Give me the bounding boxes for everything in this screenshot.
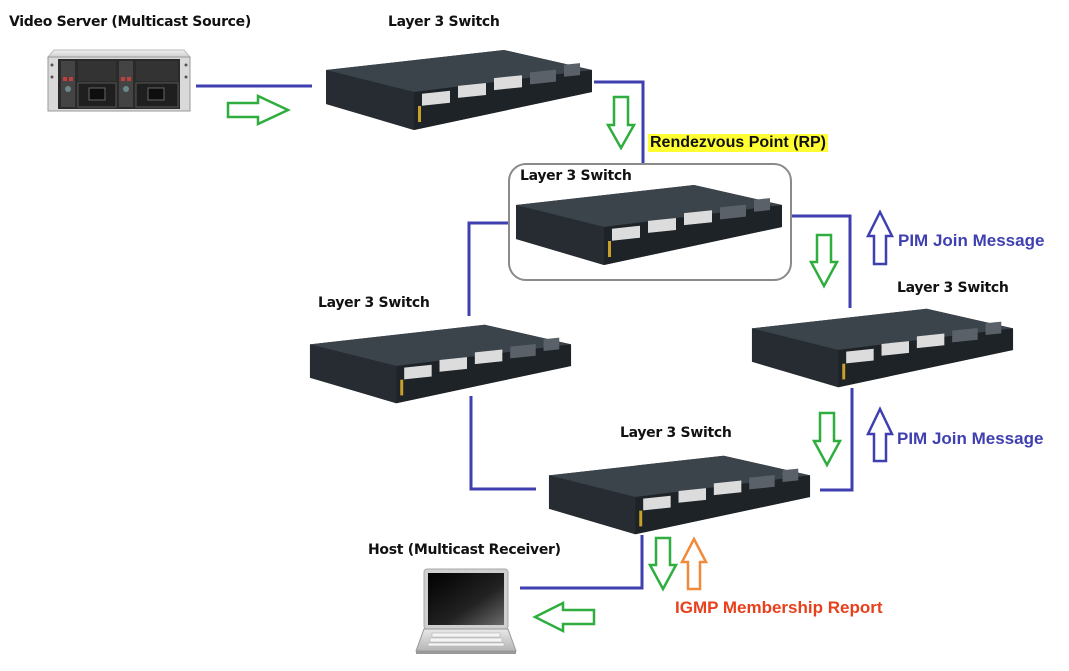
multicast-flow-arrow-down-4 (647, 536, 679, 592)
multicast-flow-arrow-down-3 (811, 411, 843, 468)
switch-rp-label: Layer 3 Switch (520, 168, 632, 184)
link-top-switch-to-rp (594, 80, 645, 163)
video-server-label: Video Server (Multicast Source) (9, 14, 251, 30)
link-left-to-bottom-switch (469, 396, 536, 491)
link-rp-to-left-switch (467, 221, 510, 316)
multicast-flow-arrow-right (226, 94, 291, 126)
igmp-report-label: IGMP Membership Report (675, 598, 883, 617)
multicast-flow-arrow-down-1 (605, 95, 637, 151)
server-icon[interactable] (44, 47, 194, 115)
rendezvous-point-label: Rendezvous Point (RP) (648, 134, 829, 152)
switch-rp-icon[interactable] (514, 183, 784, 265)
link-bottom-switch-to-host (520, 535, 644, 590)
links (196, 80, 854, 590)
pim-join-label-upper: PIM Join Message (898, 231, 1045, 250)
igmp-report-arrow-up (679, 536, 709, 591)
pim-join-arrow-up-1 (865, 209, 895, 266)
multicast-flow-arrow-left (532, 600, 596, 634)
switch-left-label: Layer 3 Switch (318, 295, 430, 311)
rendezvous-point-box (508, 163, 792, 281)
pim-join-label-lower: PIM Join Message (897, 429, 1044, 448)
host-label: Host (Multicast Receiver) (368, 542, 561, 558)
switch-top-label: Layer 3 Switch (388, 14, 500, 30)
switch-right-icon[interactable] (750, 306, 1015, 388)
switch-right-label: Layer 3 Switch (897, 280, 1009, 296)
link-right-to-bottom-switch (820, 388, 854, 492)
pim-join-arrow-up-2 (866, 406, 894, 463)
link-rp-to-right-switch (791, 214, 852, 308)
switch-top-icon[interactable] (324, 48, 594, 130)
switch-left-icon[interactable] (308, 322, 573, 404)
switch-bottom-label: Layer 3 Switch (620, 425, 732, 441)
switch-bottom-icon[interactable] (547, 453, 812, 535)
laptop-icon[interactable] (414, 567, 520, 657)
multicast-flow-arrow-down-2 (808, 233, 840, 289)
